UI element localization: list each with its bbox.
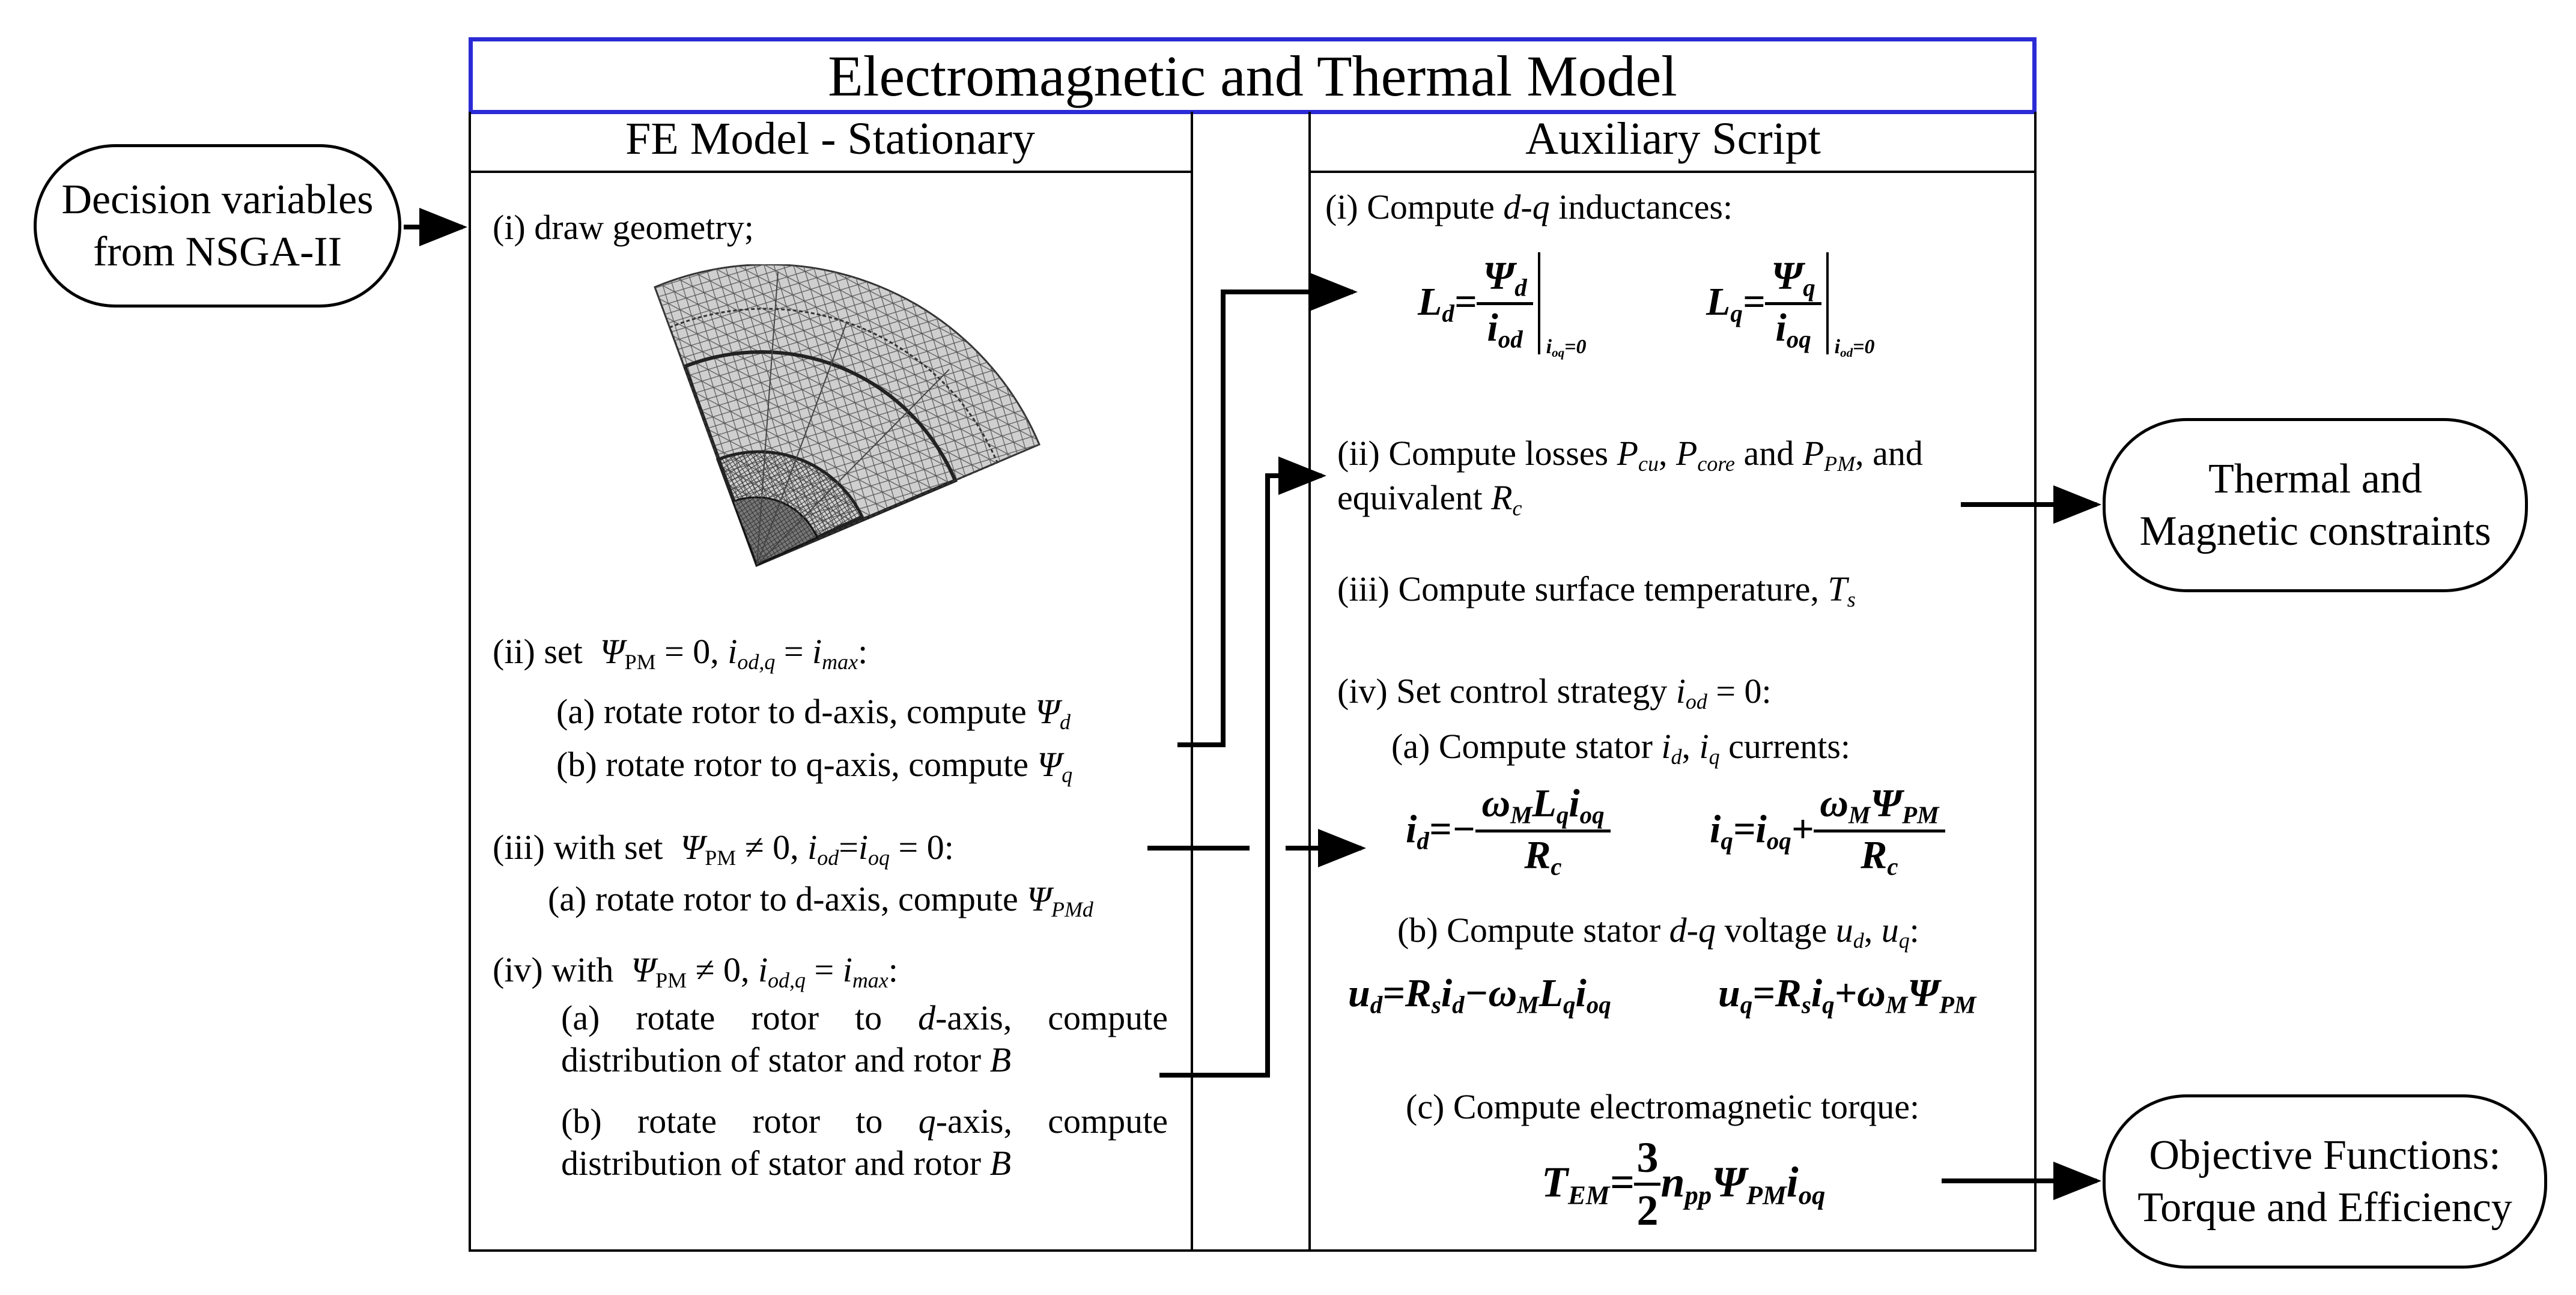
divider-left xyxy=(1191,112,1193,1252)
step-surface-temperature: (iii) Compute surface temperature, Ts xyxy=(1337,569,1856,612)
arrow-right-icon xyxy=(1159,456,1326,1078)
step-set-psi-zero: (ii) set ΨPM = 0, iod,q = imax: xyxy=(493,632,868,675)
model-title: Electromagnetic and Thermal Model xyxy=(828,43,1677,108)
step-rotate-d-psipmd: (a) rotate rotor to d-axis, compute ΨPMd xyxy=(548,879,1093,922)
step-rotate-q: (b) rotate rotor to q-axis, compute Ψq xyxy=(556,745,1073,787)
step-torque: (c) Compute electromagnetic torque: xyxy=(1406,1087,1920,1126)
decision-variables-label: Decision variables from NSGA-II xyxy=(61,176,374,276)
arrow-right-icon xyxy=(1177,273,1358,747)
eq-uq: uq=Rsiq+ωMΨPM xyxy=(1718,971,1976,1019)
step-rotate-d: (a) rotate rotor to d-axis, compute Ψd xyxy=(556,692,1071,735)
step-control-strategy: (iv) Set control strategy iod = 0: xyxy=(1337,672,1772,714)
eq-ud: ud=Rsid−ωMLqioq xyxy=(1348,971,1611,1019)
main-frame xyxy=(469,112,2037,1252)
objectives-label: Objective Functions: Torque and Efficien… xyxy=(2137,1132,2512,1231)
step-stator-voltage: (b) Compute stator d-q voltage ud, uq: xyxy=(1397,911,1919,953)
objectives-pill: Objective Functions: Torque and Efficien… xyxy=(2103,1094,2547,1269)
step-rotate-d-distribution: (a) rotate rotor to d-axis, compute dist… xyxy=(561,998,1168,1079)
divider-right xyxy=(1308,112,1311,1252)
step-rotate-q-distribution: (b) rotate rotor to q-axis, compute dist… xyxy=(561,1102,1168,1183)
step-stator-currents: (a) Compute stator id, iq currents: xyxy=(1391,727,1851,769)
step-compute-losses: (ii) Compute losses Pcu, Pcore and PPM, … xyxy=(1337,434,1923,521)
step-compute-inductances: (i) Compute d-q inductances: xyxy=(1325,187,1733,226)
header-line-right xyxy=(1308,171,2037,173)
right-column-header: Auxiliary Script xyxy=(1525,114,1821,164)
constraints-pill: Thermal and Magnetic constraints xyxy=(2103,418,2528,592)
header-line-left xyxy=(469,171,1192,173)
step-draw-geometry: (i) draw geometry; xyxy=(493,208,754,247)
left-column-header: FE Model - Stationary xyxy=(625,114,1035,164)
decision-variables-pill: Decision variables from NSGA-II xyxy=(34,144,401,308)
fe-mesh-image xyxy=(654,264,1040,567)
step-with-psi-imax: (iv) with ΨPM ≠ 0, iod,q = imax: xyxy=(493,950,898,993)
model-title-box: Electromagnetic and Thermal Model xyxy=(469,37,2037,114)
constraints-label: Thermal and Magnetic constraints xyxy=(2139,455,2491,555)
step-with-set-psi: (iii) with set ΨPM ≠ 0, iod=ioq = 0: xyxy=(493,828,954,870)
